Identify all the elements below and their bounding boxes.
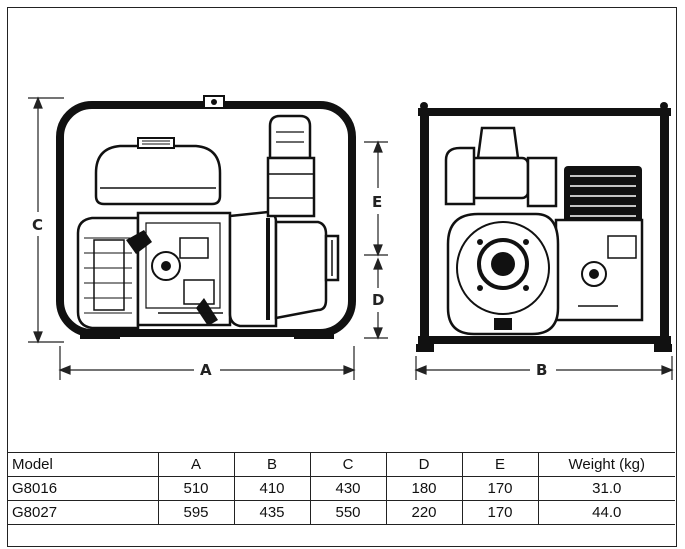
dimension-label-d: D [372, 291, 384, 309]
dimension-label-a: A [200, 361, 212, 379]
table-cell-e: 170 [461, 500, 539, 525]
table-cell-model: G8027 [8, 500, 159, 525]
table-cell-weight: 31.0 [537, 476, 675, 501]
dimension-label-e: E [372, 193, 382, 211]
table-cell-c: 430 [309, 476, 387, 501]
column-header-weight: Weight (kg) [537, 452, 675, 477]
table-cell-e: 170 [461, 476, 539, 501]
table-header-row: Model A B C D E Weight (kg) [8, 452, 675, 477]
table-cell-b: 435 [233, 500, 311, 525]
table-cell-d: 180 [385, 476, 463, 501]
table-cell-b: 410 [233, 476, 311, 501]
pump-dimension-drawing: C A E D B [28, 95, 674, 380]
table-cell-weight: 44.0 [537, 500, 675, 525]
column-header-b: B [233, 452, 311, 477]
table-cell-a: 595 [157, 500, 235, 525]
table-row: G8016 510 410 430 180 170 31.0 [8, 476, 675, 501]
pump-front-view [416, 102, 672, 352]
dimensions-table: Model A B C D E Weight (kg) G8016 510 41… [8, 452, 675, 525]
column-header-c: C [309, 452, 387, 477]
column-header-model: Model [8, 452, 159, 477]
dimension-label-b: B [536, 361, 547, 379]
column-header-a: A [157, 452, 235, 477]
table-cell-c: 550 [309, 500, 387, 525]
table-row: G8027 595 435 550 220 170 44.0 [8, 500, 675, 525]
table-cell-d: 220 [385, 500, 463, 525]
table-cell-model: G8016 [8, 476, 159, 501]
table-cell-a: 510 [157, 476, 235, 501]
column-header-d: D [385, 452, 463, 477]
dimension-lines [28, 96, 674, 380]
column-header-e: E [461, 452, 539, 477]
dimension-label-c: C [32, 216, 43, 234]
pump-side-view [56, 95, 356, 339]
product-sheet: C A E D B Model A B C D E Weight (kg) G8… [7, 7, 677, 547]
